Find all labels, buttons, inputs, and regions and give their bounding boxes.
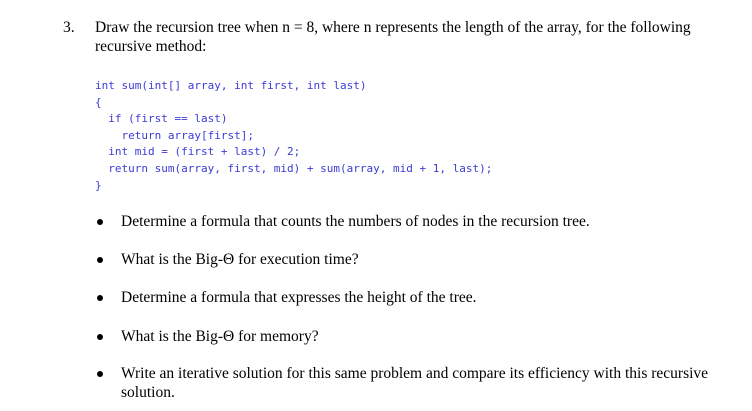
- code-line: }: [95, 178, 102, 192]
- code-line: int mid = (first + last) / 2;: [95, 145, 301, 159]
- code-line: {: [95, 95, 102, 109]
- bullet-dot-icon: [97, 334, 103, 340]
- question-text: Draw the recursion tree when n = 8, wher…: [95, 19, 691, 55]
- code-line: if (first == last): [95, 112, 228, 126]
- bullet-dot-icon: [97, 295, 103, 301]
- code-line: int sum(int[] array, int first, int last…: [95, 79, 367, 92]
- bullet-dot-icon: [97, 257, 103, 263]
- code-line: return array[first];: [95, 128, 254, 142]
- bullet-dot-icon: [97, 219, 103, 225]
- question-number: 3.: [63, 19, 75, 36]
- bullet-dot-icon: [97, 371, 103, 377]
- code-block: int sum(int[] array, int first, int last…: [95, 78, 492, 194]
- code-line: return sum(array, first, mid) + sum(arra…: [95, 161, 493, 175]
